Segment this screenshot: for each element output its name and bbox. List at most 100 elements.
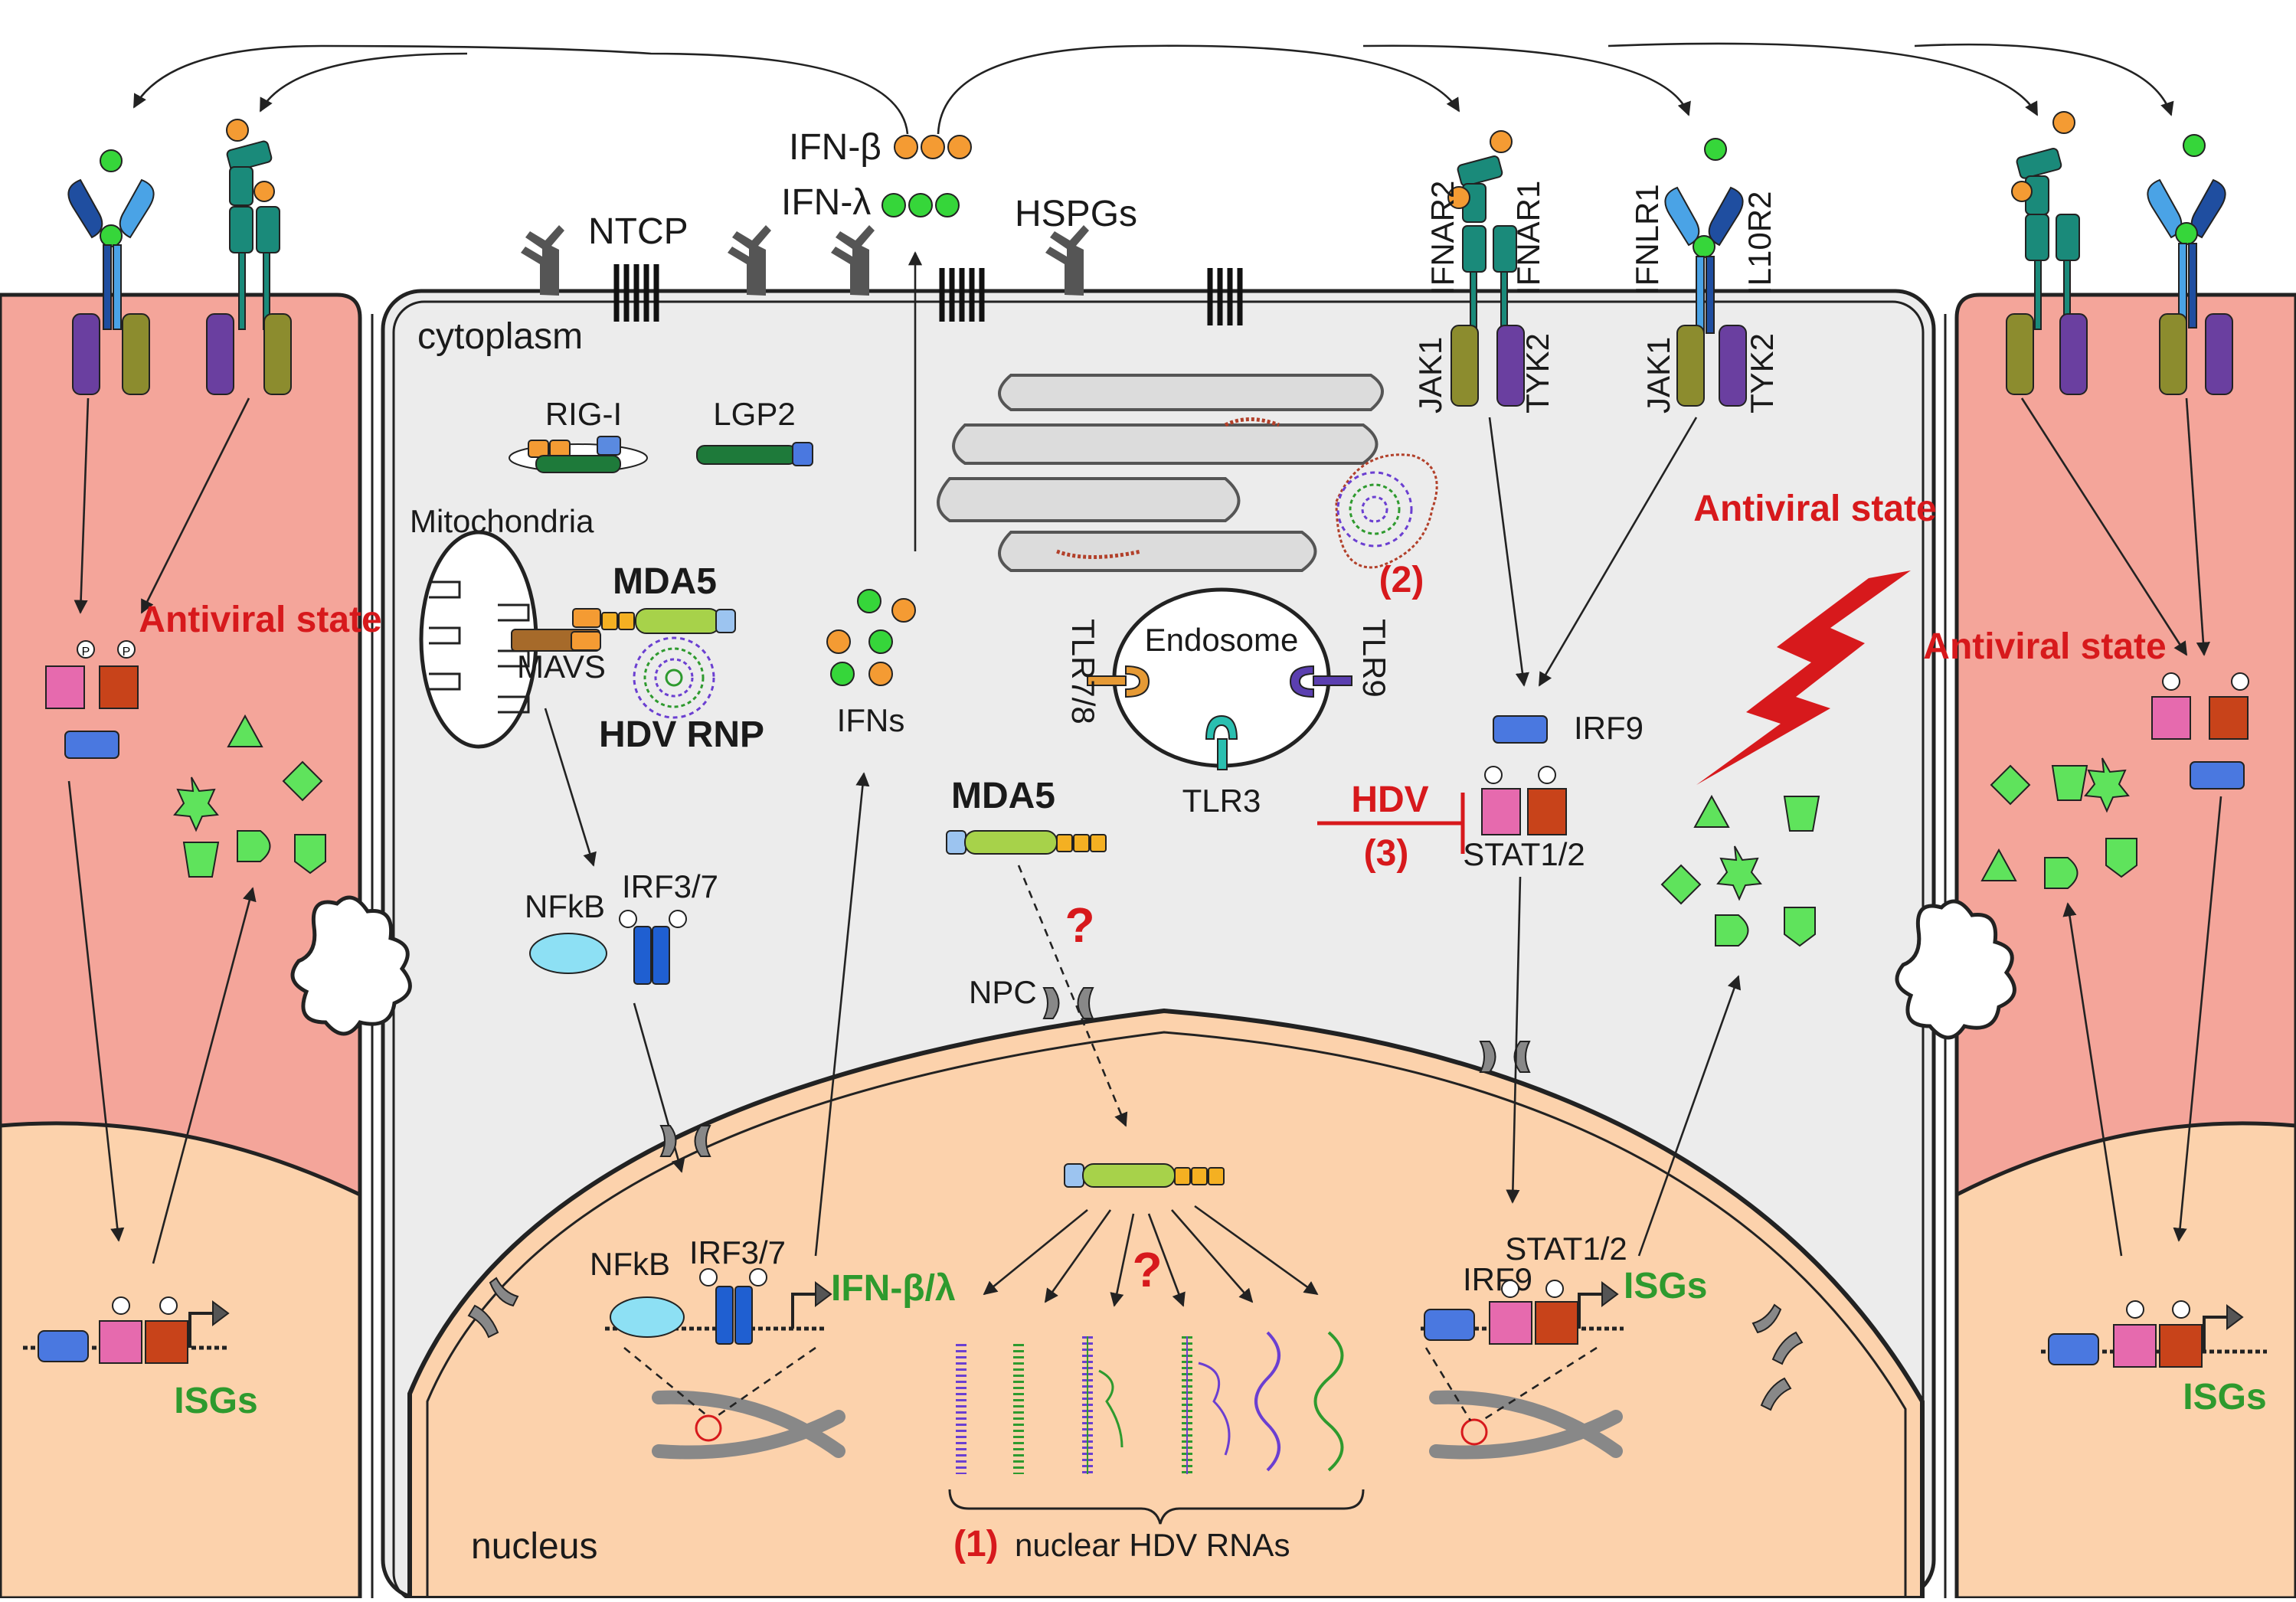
lightning-bolt (1696, 571, 1911, 785)
mavs-label: MAVS (517, 649, 606, 685)
stat12-nuc-label: STAT1/2 (1505, 1231, 1627, 1267)
nucleus-label: nucleus (471, 1526, 597, 1567)
mda5-rna-arrows (983, 1205, 1319, 1307)
tlr3-label: TLR3 (1182, 783, 1261, 819)
golgi-mark: (2) (1379, 560, 1424, 600)
hdv-rnp-complex (633, 636, 715, 719)
nuclear-rna-mark: (1) (953, 1524, 999, 1564)
isg-shapes-center (1660, 794, 1820, 947)
rig-i-label: RIG-I (545, 396, 622, 432)
ifn-gene-to-protein-arrow (814, 772, 870, 1257)
hdv-label: HDV (1351, 780, 1428, 820)
ntcp-label: NTCP (588, 211, 688, 252)
block-mark: (3) (1364, 833, 1409, 874)
ifnar1-label: IFNAR1 (1510, 181, 1546, 295)
nfkb-nuc-label: NFkB (590, 1246, 670, 1282)
chromosome-right (1424, 1346, 1623, 1460)
tyk2-label-b: TYK2 (1744, 333, 1780, 414)
chromosome-left (623, 1346, 845, 1460)
hdv-rnp-label: HDV RNP (599, 714, 764, 755)
ifn-promoter (605, 1268, 832, 1345)
ifn-lambda-label: IFN-λ (781, 182, 871, 223)
irf37-cyto-label: IRF3/7 (622, 868, 718, 904)
rna-bracket (948, 1489, 1365, 1525)
irf37-cyto (619, 910, 687, 985)
irf9-cyto-label: IRF9 (1574, 710, 1644, 746)
nfkb-cyto (529, 933, 607, 974)
il10r2-label: IL10R2 (1742, 191, 1778, 295)
tlr9-label: TLR9 (1356, 619, 1392, 698)
mavs-to-irf-arrow (544, 708, 597, 867)
irf37-nuc-label: IRF3/7 (689, 1234, 786, 1270)
golgi-apparatus (937, 374, 1384, 572)
channel-3 (1207, 268, 1243, 325)
mda5-protein-nuclear (1064, 1163, 1225, 1188)
gap-junction-right (1895, 899, 2016, 1040)
jak1-label-a: JAK1 (1412, 337, 1448, 414)
ifn-lambda-receptor-left (67, 149, 155, 395)
mavs-protein (511, 608, 601, 652)
rig-i-protein (509, 436, 648, 473)
ifn-beta-receptor-left (206, 119, 292, 395)
nuclear-rna-label: nuclear HDV RNAs (1015, 1527, 1290, 1563)
ifns-cluster (826, 589, 916, 686)
ifn-beta-lambda-gene-label: IFN-β/λ (831, 1268, 956, 1309)
left-neighbor-cell (0, 293, 362, 1600)
antiviral-state-center: Antiviral state (1693, 489, 1936, 529)
stat12-cyto-label: STAT1/2 (1463, 836, 1585, 872)
mda5-nuclear-transport-arrow (1017, 865, 1128, 1127)
paracrine-arrows (132, 42, 2174, 135)
right-isg-export-arrow (2062, 902, 2123, 1257)
left-stat-complex (45, 640, 139, 759)
hspgs-label: HSPGs (1015, 194, 1137, 234)
question-mark-2: ? (1132, 1242, 1162, 1297)
isgs-left: ISGs (174, 1381, 257, 1421)
hspg-icons (521, 225, 1089, 296)
ifn-lambda-dots (881, 193, 960, 217)
question-mark-1: ? (1065, 897, 1094, 953)
antiviral-state-right: Antiviral state (1923, 626, 2166, 667)
channel-2 (939, 268, 985, 322)
golgi-hdv-rna (1056, 417, 1280, 559)
ifn-beta-label: IFN-β (789, 127, 881, 168)
tyk2-label-a: TYK2 (1519, 333, 1555, 414)
hdv-inhibition (1317, 793, 1465, 854)
isg-promoter-center (1421, 1280, 1624, 1345)
tlr9-receptor (1289, 665, 1352, 698)
right-stat-complex (2151, 672, 2249, 790)
isg-shapes-left (173, 714, 326, 878)
nuclear-hdv-rnas (956, 1331, 1344, 1474)
phospho-mark: P (123, 646, 131, 659)
jak1-label-b: JAK1 (1640, 337, 1676, 414)
ifnar2-label: IFNAR2 (1424, 181, 1460, 295)
isg-export-arrow-center (1637, 975, 1742, 1257)
mitochondria-label: Mitochondria (410, 503, 594, 539)
tlr78-label: TLR7/8 (1065, 619, 1101, 724)
stat-nuclear-import-arrow (1506, 876, 1522, 1204)
ntcp-transporter (613, 264, 659, 322)
nuclear-pores (467, 987, 1804, 1411)
ifn-beta-receptor-right (2006, 111, 2088, 395)
right-neighbor-cell (1954, 293, 2296, 1600)
right-signal-arrow-1 (2020, 397, 2188, 656)
center-nucleus (407, 1008, 1925, 1600)
mda5-top-label: MDA5 (613, 561, 717, 602)
mda5-protein-top (601, 608, 736, 634)
ifnar-to-irf9-arrow (1488, 417, 1529, 687)
ifnlr-receptor-center (1664, 138, 1747, 407)
ifnlr-to-irf9-arrow (1538, 417, 1698, 687)
mda5-mid-label: MDA5 (951, 776, 1055, 816)
isgs-right: ISGs (2183, 1377, 2266, 1417)
isgs-center: ISGs (1624, 1266, 1707, 1306)
tlr3-receptor (1205, 714, 1238, 770)
golgi-rnp (1335, 453, 1438, 569)
left-signal-arrow-2 (140, 397, 250, 614)
ifns-label: IFNs (837, 702, 905, 738)
isg-shapes-right (1980, 757, 2137, 889)
right-nuclear-import-arrow (2173, 796, 2222, 1242)
right-signal-arrow-2 (2185, 397, 2210, 656)
left-signal-arrow-1 (74, 397, 90, 614)
left-nuclear-import-arrow (67, 780, 125, 1242)
stat12-cyto (1481, 766, 1567, 835)
